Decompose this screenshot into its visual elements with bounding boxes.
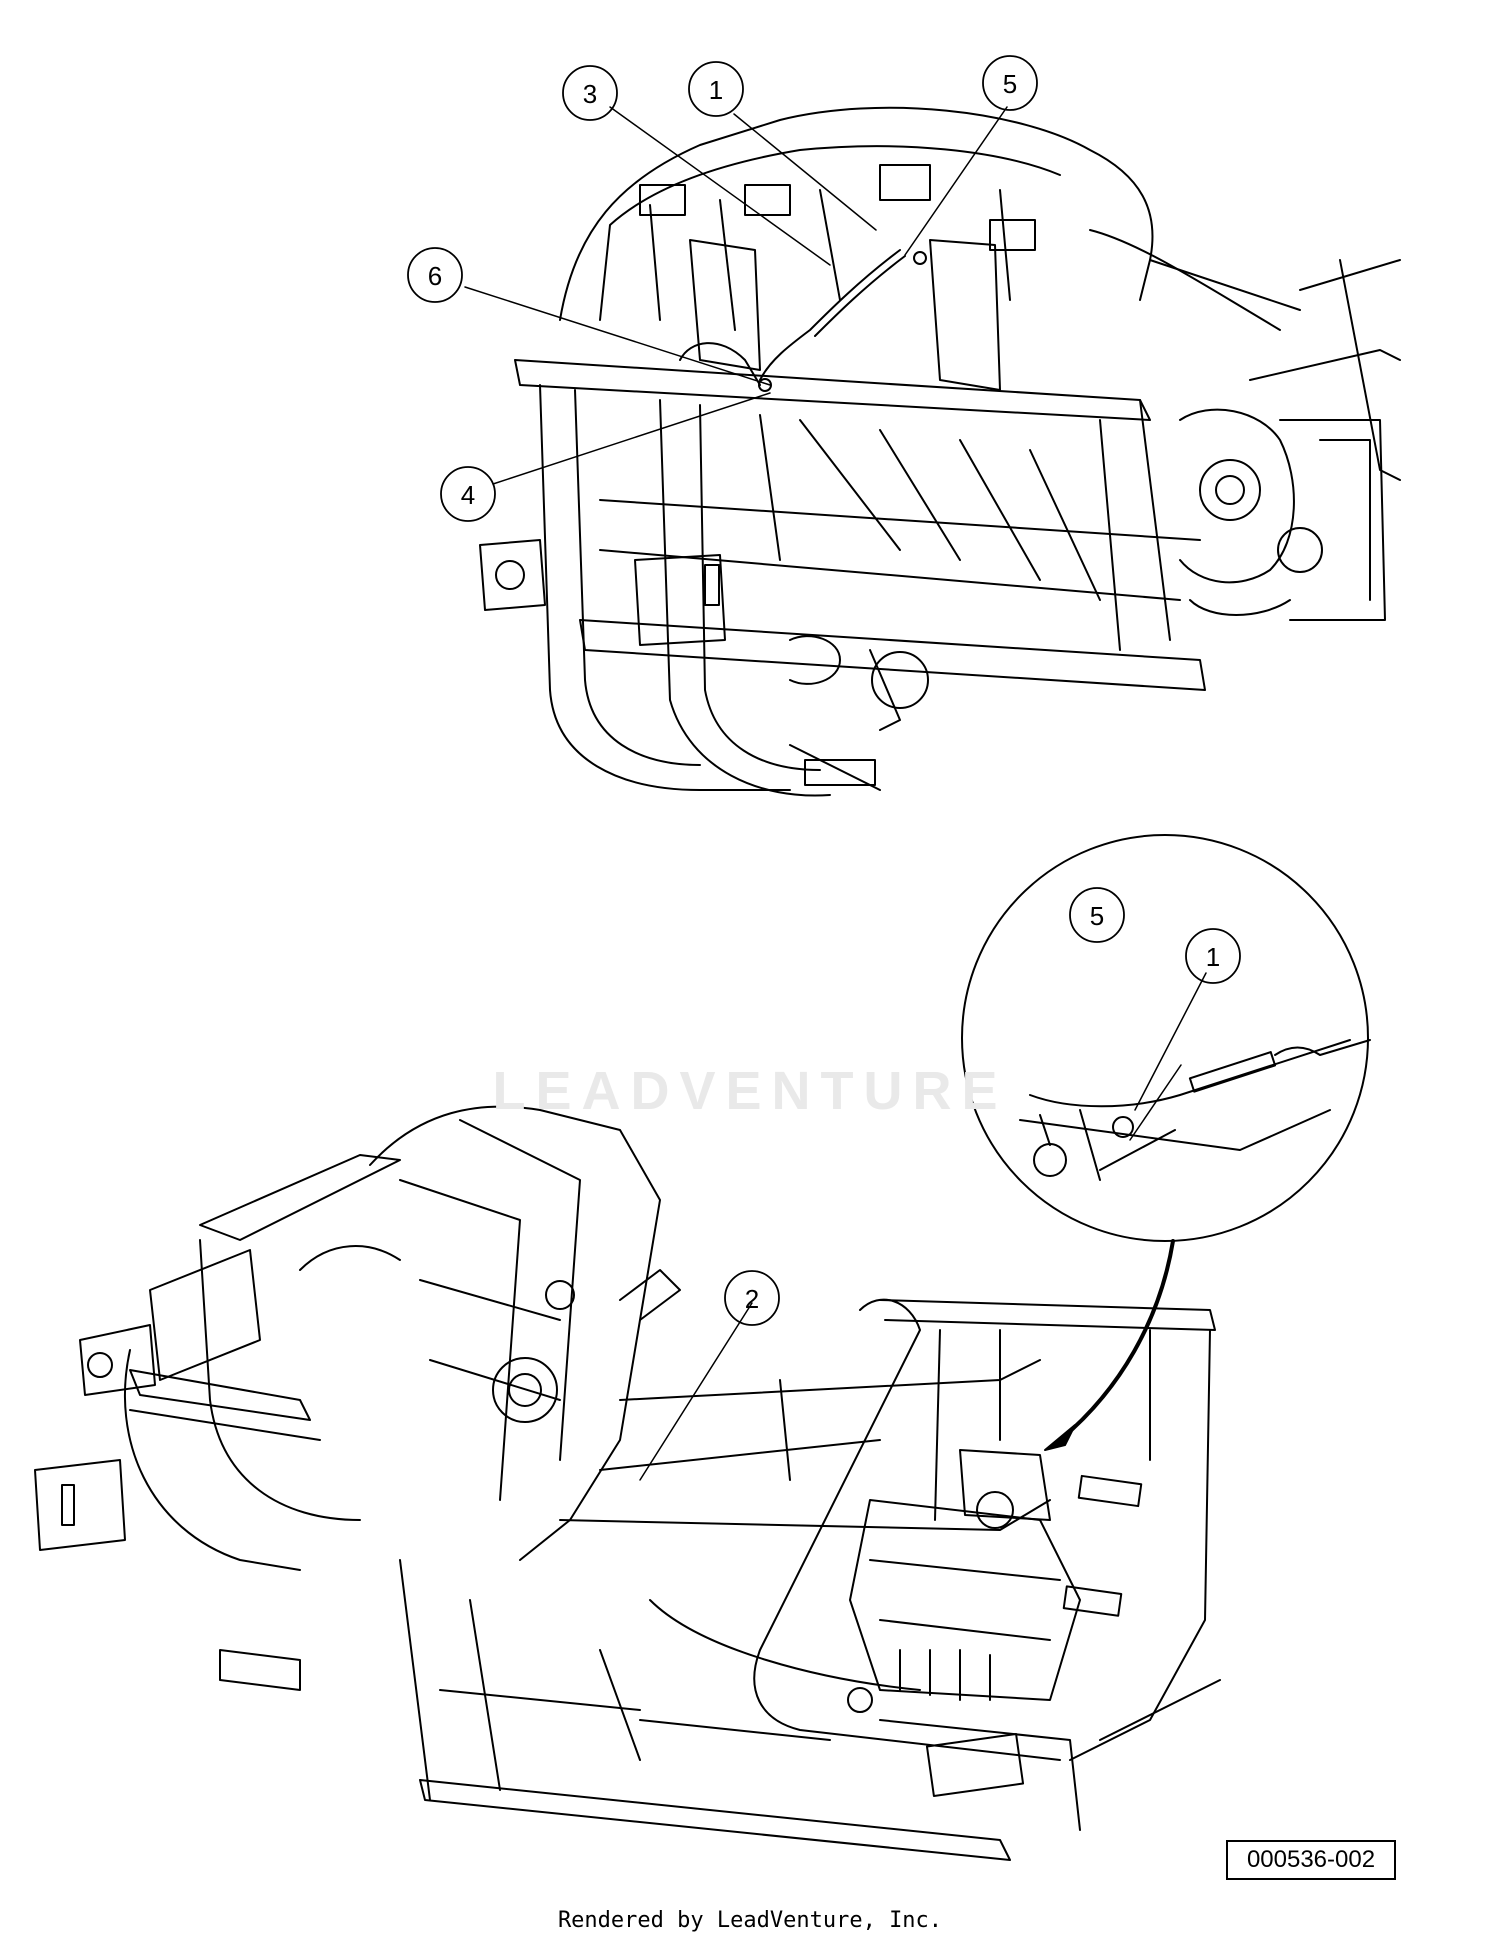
callout-4: 4: [461, 480, 475, 510]
watermark-logo: LEADVENTURE: [492, 1061, 1008, 1121]
detail-view-circle: [961, 834, 1371, 1451]
bottom-assembly-illustration: [34, 1105, 1221, 1861]
footer-credit: Rendered by LeadVenture, Inc.: [557, 1908, 943, 1933]
top-assembly-illustration: [479, 106, 1401, 797]
callout-circles: [407, 55, 1241, 1326]
callout-2: 2: [745, 1284, 759, 1314]
callout-3: 3: [583, 79, 597, 109]
detail-callout-1: 1: [1206, 942, 1220, 972]
top-leader-lines: [464, 106, 1008, 485]
detail-callout-5: 5: [1090, 901, 1104, 931]
diagram-part-number: 000536-002: [1226, 1840, 1396, 1880]
callout-6: 6: [428, 261, 442, 291]
callout-1: 1: [709, 75, 723, 105]
callout-5: 5: [1003, 69, 1017, 99]
